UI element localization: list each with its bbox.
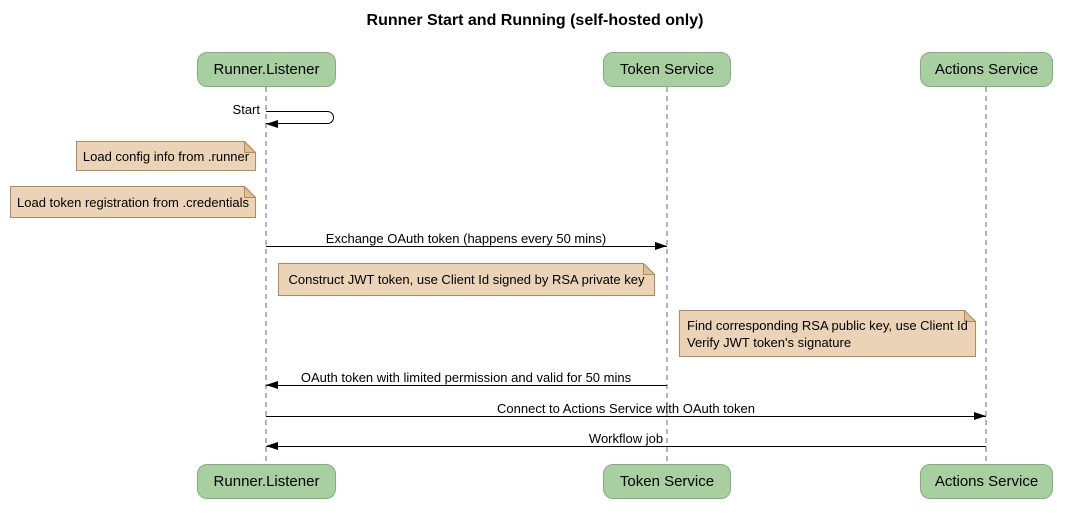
lifeline-actions-service (985, 87, 987, 464)
message-oauth-return-label: OAuth token with limited permission and … (300, 370, 632, 385)
note-shape-icon (10, 186, 256, 218)
message-connect-line (266, 416, 986, 418)
note-text: Load token registration from .credential… (17, 194, 249, 210)
note-verify-jwt: Find corresponding RSA public key, use C… (679, 310, 976, 357)
note-line: Find corresponding RSA public key, use C… (687, 317, 968, 333)
participant-bottom-actions-service: Actions Service (920, 464, 1053, 499)
participant-top-token-service: Token Service (603, 52, 731, 87)
lifeline-runner-listener (265, 87, 267, 464)
arrowhead-left-icon (266, 442, 278, 450)
note-shape-icon (679, 310, 976, 357)
arrowhead-right-icon (655, 242, 667, 250)
participant-label: Actions Service (934, 473, 1039, 490)
note-text: Find corresponding RSA public key, use C… (679, 310, 976, 357)
note-load-config: Load config info from .runner (76, 141, 256, 171)
note-load-credentials: Load token registration from .credential… (10, 186, 256, 218)
message-connect-label: Connect to Actions Service with OAuth to… (497, 401, 755, 416)
message-start-label: Start (232, 102, 260, 117)
participant-label: Token Service (619, 61, 715, 78)
note-text: Construct JWT token, use Client Id signe… (288, 272, 645, 287)
participant-bottom-runner-listener: Runner.Listener (197, 464, 336, 499)
participant-label: Runner.Listener (213, 473, 320, 490)
participant-label: Token Service (619, 473, 715, 490)
note-line: Verify JWT token's signature (687, 334, 852, 350)
lifeline-token-service (666, 87, 668, 464)
participant-top-actions-service: Actions Service (920, 52, 1053, 87)
message-oauth-return-line (266, 385, 667, 387)
participant-bottom-token-service: Token Service (603, 464, 731, 499)
message-workflow-label: Workflow job (588, 431, 664, 446)
diagram-title: Runner Start and Running (self-hosted on… (366, 12, 704, 29)
note-construct-jwt: Construct JWT token, use Client Id signe… (278, 263, 655, 296)
message-start-loop (266, 111, 334, 124)
arrowhead-left-icon (266, 120, 278, 128)
note-shape-icon (76, 141, 256, 171)
note-shape-icon (278, 263, 655, 296)
arrowhead-right-icon (974, 412, 986, 420)
participant-label: Runner.Listener (213, 61, 320, 78)
message-exchange-line (266, 246, 667, 248)
message-workflow-line (266, 446, 986, 448)
note-text: Load config info from .runner (82, 148, 250, 164)
participant-label: Actions Service (934, 61, 1039, 78)
arrowhead-left-icon (266, 381, 278, 389)
participant-top-runner-listener: Runner.Listener (197, 52, 336, 87)
message-exchange-label: Exchange OAuth token (happens every 50 m… (325, 231, 607, 246)
